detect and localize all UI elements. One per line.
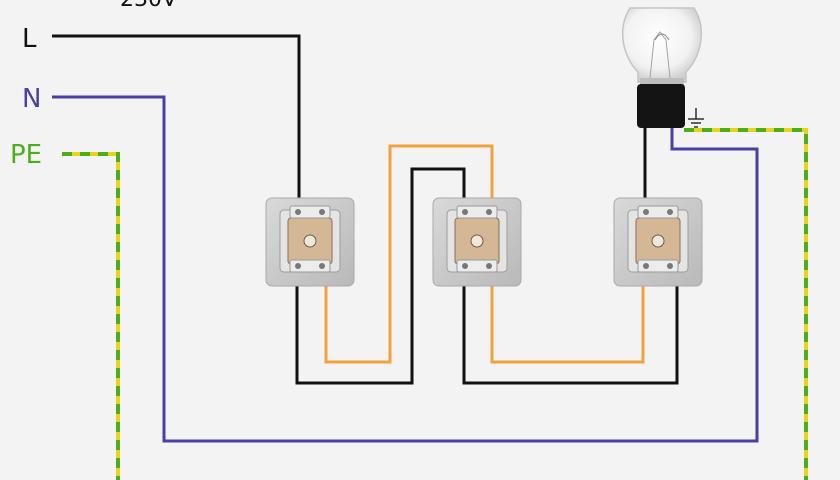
- traveler-wire-4: [462, 262, 679, 385]
- light-bulb-icon: [621, 7, 703, 86]
- terminal-label-n: N: [22, 84, 41, 114]
- ground-symbol-icon: [688, 108, 704, 128]
- lamp-socket: [637, 84, 685, 128]
- terminal-label-l: L: [22, 24, 37, 54]
- terminal-label-pe: PE: [10, 140, 42, 170]
- traveler-wire-3: [295, 167, 466, 385]
- phase-wire-input: [52, 34, 301, 210]
- intermediate-switch-middle: [432, 197, 522, 287]
- voltage-label: 230V: [120, 0, 177, 12]
- two-way-switch-left: [265, 197, 355, 287]
- two-way-switch-right: [613, 197, 703, 287]
- earth-wire: [62, 128, 808, 480]
- traveler-wire-1: [324, 144, 494, 364]
- traveler-wire-2: [490, 262, 645, 364]
- neutral-wire: [52, 95, 759, 443]
